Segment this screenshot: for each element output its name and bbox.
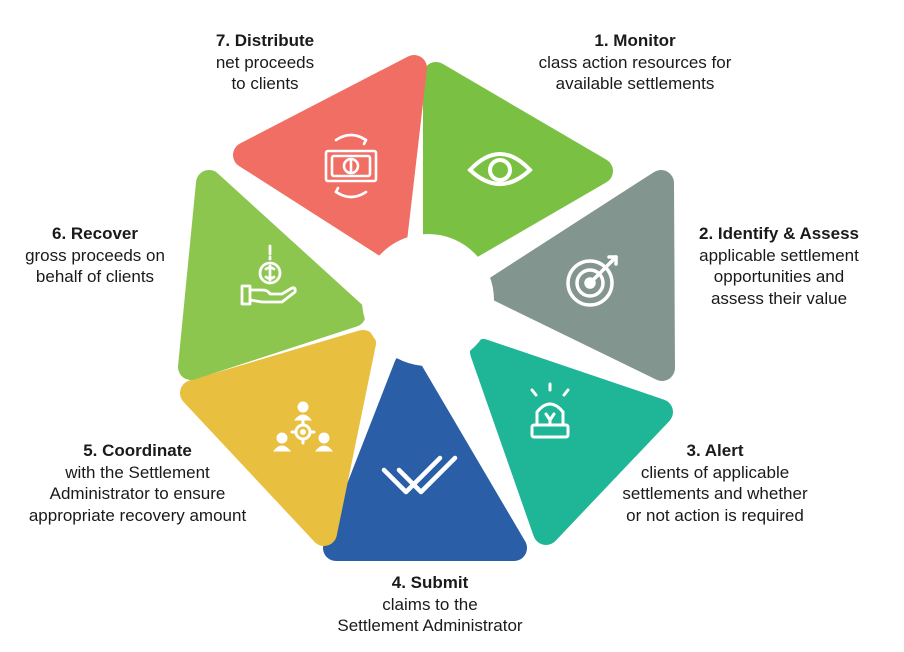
target-icon xyxy=(566,255,618,307)
step-desc-line: or not action is required xyxy=(626,505,804,525)
step-desc-line: with the Settlement xyxy=(65,462,210,482)
step-title: 7. Distribute xyxy=(215,31,315,50)
segment-submit xyxy=(323,353,527,561)
step-title: 3. Alert xyxy=(686,441,744,460)
step-distribute-label: 7. Distribute net proceeds to clients xyxy=(175,30,355,95)
step-desc-line: Administrator to ensure xyxy=(49,484,226,503)
eye-icon xyxy=(467,152,533,186)
step-desc-line: to clients xyxy=(231,74,299,93)
step-desc-line: assess their value xyxy=(710,288,848,308)
siren-icon xyxy=(530,382,570,439)
center-hub xyxy=(362,234,494,366)
step-title: 2. Identify & Assess xyxy=(699,224,859,243)
step-title: 6. Recover xyxy=(52,224,138,243)
step-desc-line: available settlements xyxy=(555,74,715,93)
money-cycle-icon xyxy=(324,133,378,199)
step-desc-line: opportunities and xyxy=(713,267,845,286)
team-gear-icon xyxy=(272,401,334,452)
step-desc-line: clients of applicable xyxy=(640,462,790,482)
step-title: 1. Monitor xyxy=(594,31,676,50)
step-title: 4. Submit xyxy=(391,573,469,592)
step-desc-line: net proceeds xyxy=(215,52,315,72)
step-desc-line: settlements and whether xyxy=(622,484,808,503)
segment-alert xyxy=(470,339,673,545)
step-desc-line: Settlement Administrator xyxy=(337,616,523,635)
hand-coin-icon xyxy=(240,244,297,306)
step-identify-label: 2. Identify & Assess applicable settleme… xyxy=(669,223,889,309)
double-check-icon xyxy=(381,455,458,495)
step-desc-line: class action resources for xyxy=(538,52,732,72)
step-recover-label: 6. Recover gross proceeds on behalf of c… xyxy=(0,223,190,288)
step-title: 5. Coordinate xyxy=(83,441,192,460)
segment-distribute xyxy=(233,55,427,262)
step-desc-line: gross proceeds on xyxy=(25,245,165,265)
step-desc-line: applicable settlement xyxy=(699,245,859,265)
step-submit-label: 4. Submit claims to the Settlement Admin… xyxy=(300,572,560,637)
segment-monitor xyxy=(423,62,613,279)
step-desc-line: claims to the xyxy=(382,594,478,614)
step-desc-line: appropriate recovery amount xyxy=(28,505,247,525)
step-desc-line: behalf of clients xyxy=(35,267,155,286)
segment-recover xyxy=(178,170,366,380)
step-alert-label: 3. Alert clients of applicable settlemen… xyxy=(600,440,830,526)
step-coordinate-label: 5. Coordinate with the Settlement Admini… xyxy=(5,440,270,526)
step-monitor-label: 1. Monitor class action resources for av… xyxy=(500,30,770,95)
